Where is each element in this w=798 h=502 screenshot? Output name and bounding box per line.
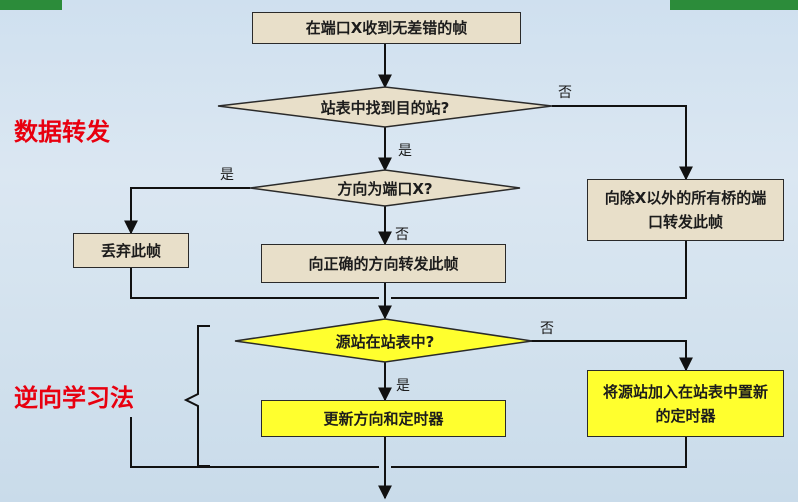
edge-label-source-yes: 是 — [396, 378, 410, 394]
edge-label-direction-yes: 是 — [220, 167, 234, 183]
edge-label-source-no: 否 — [540, 321, 554, 337]
edge-label-lookup-no: 否 — [558, 85, 572, 101]
edge-label-lookup-yes: 是 — [398, 143, 412, 159]
section-label-learning: 逆向学习法 — [14, 383, 134, 412]
corner-accent-left — [0, 0, 62, 10]
decision-direction-shape — [249, 169, 521, 207]
node-flood: 向除X以外的所有桥的端口转发此帧 — [587, 179, 784, 241]
corner-accent-right — [670, 0, 798, 10]
edge-label-direction-no: 否 — [395, 227, 409, 243]
node-direction-label: 方向为端口X? — [337, 179, 433, 198]
decision-lookup-shape — [217, 86, 553, 128]
node-drop: 丢弃此帧 — [73, 233, 189, 268]
node-lookup-label: 站表中找到目的站? — [320, 98, 450, 117]
node-update: 更新方向和定时器 — [261, 400, 506, 437]
decision-source-shape — [234, 318, 533, 363]
node-add-entry: 将源站加入在站表中置新的定时器 — [587, 370, 784, 437]
section-label-forwarding: 数据转发 — [14, 117, 110, 146]
node-forward-correct: 向正确的方向转发此帧 — [261, 244, 506, 283]
node-source-check-label: 源站在站表中? — [335, 332, 435, 351]
node-start: 在端口X收到无差错的帧 — [252, 12, 521, 44]
